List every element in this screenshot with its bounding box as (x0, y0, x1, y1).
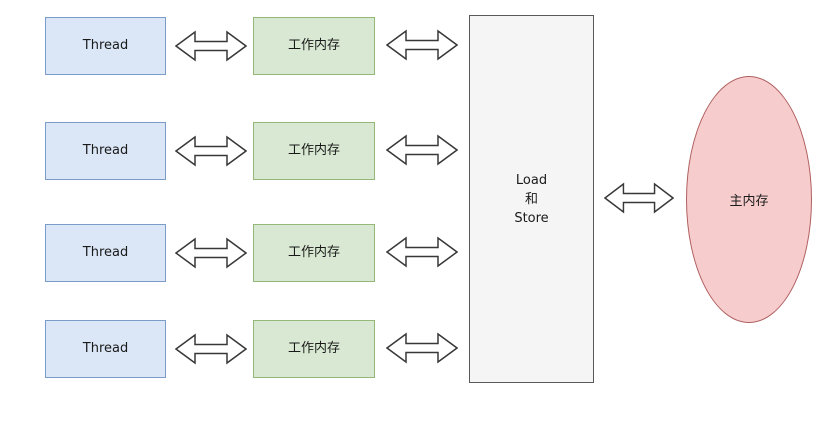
working-memory-box: 工作内存 (253, 224, 375, 282)
load-store-box: Load 和 Store (469, 15, 594, 383)
working-memory-label: 工作内存 (287, 38, 340, 54)
double-arrow-icon (386, 332, 458, 364)
thread-box: Thread (45, 224, 166, 282)
working-memory-box: 工作内存 (253, 17, 375, 75)
thread-label: Thread (82, 38, 129, 54)
thread-box: Thread (45, 122, 166, 180)
load-store-label: Load 和 Store (514, 172, 549, 226)
main-memory-label: 主内存 (729, 194, 769, 209)
working-memory-box: 工作内存 (253, 320, 375, 378)
thread-label: Thread (82, 143, 129, 159)
thread-row: Thread 工作内存 (0, 320, 832, 378)
double-arrow-icon (175, 237, 247, 269)
double-arrow-icon (386, 29, 458, 61)
double-arrow-icon (175, 135, 247, 167)
thread-row: Thread 工作内存 (0, 224, 832, 282)
working-memory-label: 工作内存 (287, 143, 340, 159)
thread-box: Thread (45, 17, 166, 75)
working-memory-box: 工作内存 (253, 122, 375, 180)
thread-box: Thread (45, 320, 166, 378)
double-arrow-icon (386, 236, 458, 268)
thread-row: Thread 工作内存 (0, 122, 832, 180)
thread-row: Thread 工作内存 (0, 17, 832, 75)
double-arrow-icon (386, 134, 458, 166)
thread-label: Thread (82, 245, 129, 261)
working-memory-label: 工作内存 (287, 245, 340, 261)
main-memory-ellipse: 主内存 (686, 76, 812, 323)
working-memory-label: 工作内存 (287, 341, 340, 357)
double-arrow-icon (175, 30, 247, 62)
thread-label: Thread (82, 341, 129, 357)
double-arrow-icon (604, 182, 674, 214)
double-arrow-icon (175, 333, 247, 365)
